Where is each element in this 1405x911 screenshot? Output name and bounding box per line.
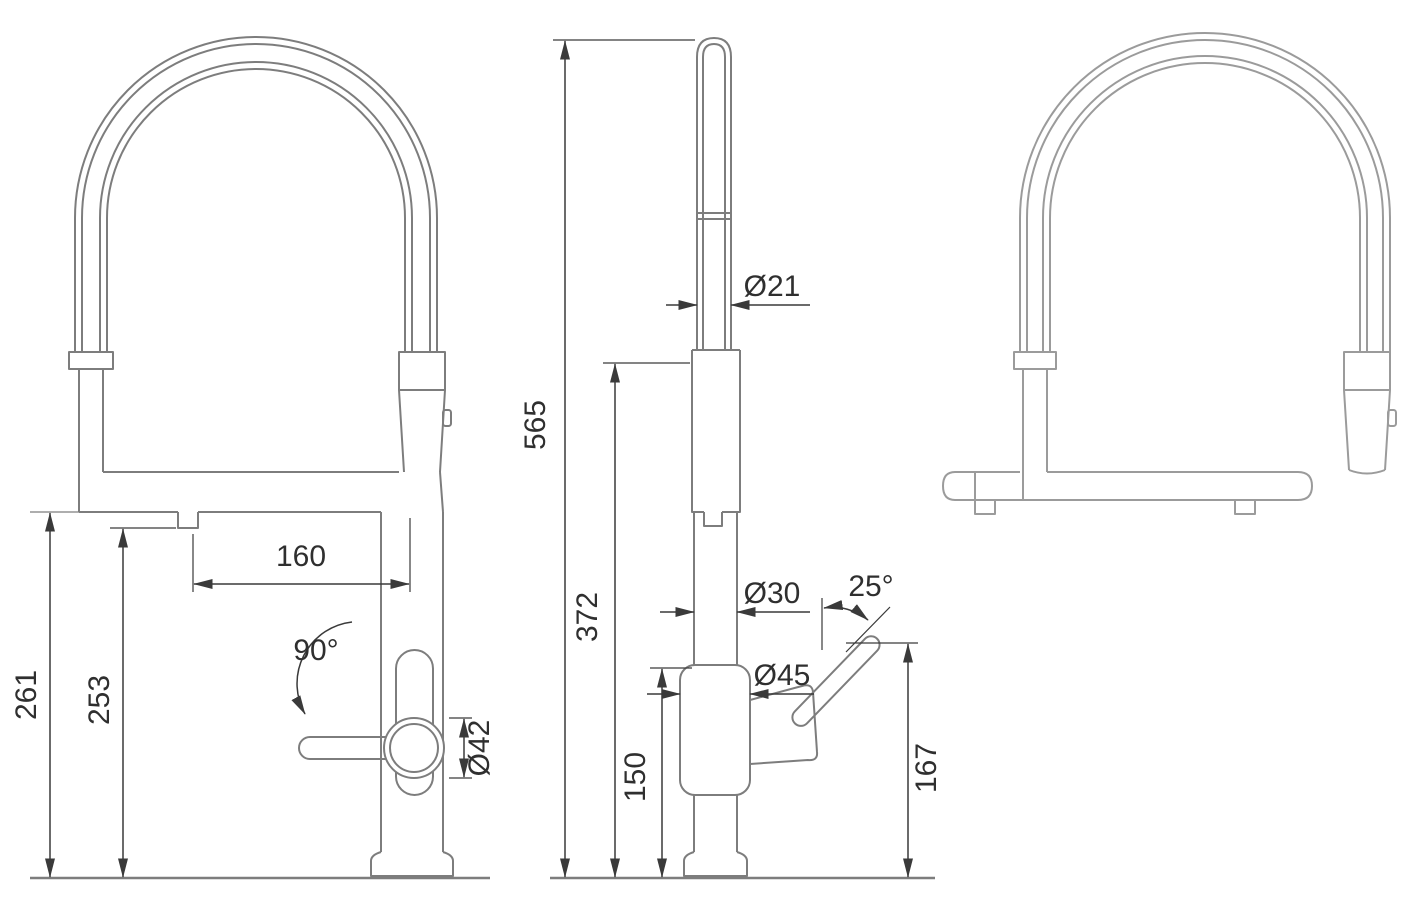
dim-label-90deg: 90° [293, 634, 338, 667]
hose-collar [68, 351, 114, 370]
handle-lever-side [791, 635, 881, 727]
handle-rotation-arc [291, 621, 353, 715]
base [370, 851, 454, 877]
dim-label-150: 150 [619, 752, 652, 802]
spout-arm [79, 471, 444, 529]
base-side [683, 851, 748, 877]
handle-tilt-arc [823, 600, 869, 621]
spout-arc [74, 36, 438, 219]
mixer-body [679, 664, 751, 796]
hose-collar-rear [1013, 351, 1057, 370]
dim-label-253: 253 [83, 675, 116, 725]
extension-lines-side [553, 39, 918, 669]
spout-body-side [691, 349, 741, 527]
spout-arm-rear [942, 471, 1313, 515]
spout-arc-rear [1019, 32, 1391, 219]
rear-view [942, 32, 1397, 515]
body-column-side [693, 512, 738, 665]
dim-label-261: 261 [10, 670, 43, 720]
dim-label-45: Ø45 [754, 659, 811, 692]
spout-arc-legs-rear [1019, 218, 1391, 352]
extension-lines-front [110, 518, 472, 779]
dim-label-30: Ø30 [744, 577, 801, 610]
spout-arc-legs [74, 218, 438, 352]
handle-knob [383, 717, 445, 779]
spray-head-rear [1343, 351, 1391, 475]
dim-label-565: 565 [519, 400, 552, 450]
dim-label-25deg: 25° [848, 570, 893, 603]
side-view [550, 37, 935, 880]
dim-label-21: Ø21 [744, 270, 801, 303]
handle-body [395, 649, 434, 796]
handle-knob-inner [389, 723, 439, 773]
spray-wand [696, 37, 732, 350]
dim-label-167: 167 [910, 743, 943, 793]
spray-button [442, 409, 452, 427]
body-column-lower-side [693, 795, 738, 852]
cartridge-cap [749, 684, 819, 765]
spray-button-rear [1387, 409, 1397, 427]
front-view [30, 36, 490, 880]
spray-head [398, 351, 446, 473]
dim-label-42: Ø42 [463, 720, 496, 777]
dim-label-160: 160 [276, 540, 326, 573]
hose-tube-rear [1022, 369, 1048, 500]
side-dimensions: 565 372 Ø21 Ø30 Ø45 150 25° 167 [519, 39, 943, 878]
front-dimensions: 261 253 160 90° Ø42 [10, 512, 496, 878]
faucet-body-column [380, 512, 444, 852]
dim-label-372: 372 [571, 592, 604, 642]
hose-tube [78, 369, 104, 512]
